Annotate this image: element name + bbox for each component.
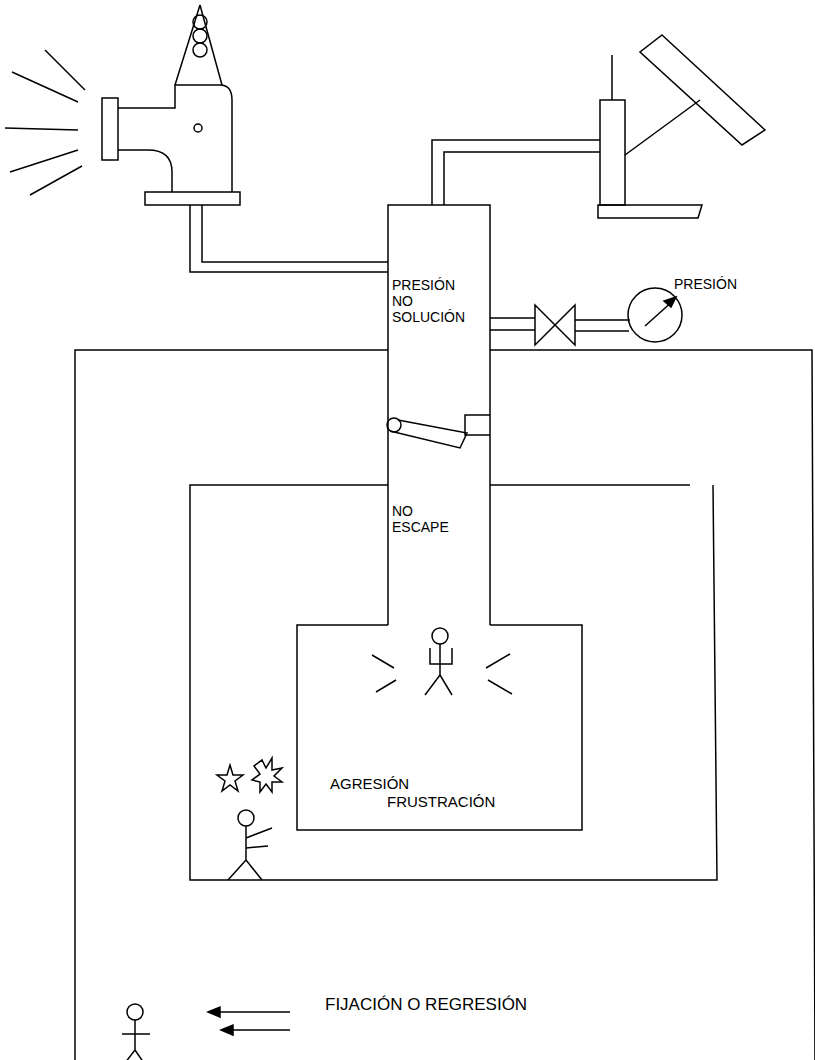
- inner-region: FRUSTRACIÓN: [297, 625, 582, 830]
- left-feed-pipe: [190, 205, 388, 272]
- pressure-pipe-outline: [388, 205, 490, 625]
- gauge-label: PRESIÓN: [673, 276, 738, 292]
- flap: [390, 420, 467, 448]
- figure-head: [238, 810, 254, 826]
- valve-symbol: [535, 305, 575, 345]
- frustrated-figure: [372, 628, 512, 695]
- aggressive-figure: [217, 758, 282, 880]
- panel-support: [612, 55, 700, 155]
- region-label: AGRESIÓN: [330, 775, 490, 792]
- horn-bolt: [194, 124, 202, 132]
- figure-body: [118, 1020, 150, 1060]
- sound-rays: [5, 50, 85, 195]
- tower-ring: [193, 29, 207, 43]
- horn-tower: [175, 5, 222, 85]
- region-label: FIJACIÓN O REGRESIÓN: [325, 995, 645, 1015]
- right-feed-pipe: [432, 140, 600, 205]
- horn-body: [118, 85, 232, 192]
- panel: [640, 35, 765, 145]
- regressed-figure: [118, 1004, 150, 1060]
- pressure-pipe: PRESIÓN NO SOLUCIÓN NO ESCAPE: [388, 205, 490, 625]
- middle-region: AGRESIÓNFRUSTRACIÓN: [190, 485, 715, 880]
- star-symbol: [217, 765, 243, 791]
- pipe-caption: NO ESCAPE: [392, 503, 472, 535]
- pipe-caption: PRESIÓN NO SOLUCIÓN: [392, 277, 472, 325]
- outer-region: FIJACIÓN O REGRESIÓN AGRESIÓNFRUSTRACIÓN: [75, 350, 812, 1060]
- horn-base: [145, 192, 240, 205]
- stress-rays: [372, 654, 512, 694]
- burst-symbol: [252, 758, 282, 792]
- tower-ring: [193, 15, 207, 29]
- pressure-gauge: [628, 288, 682, 342]
- figure-body: [425, 644, 452, 695]
- figure-head: [432, 628, 448, 644]
- inner-region-outline: [297, 625, 582, 830]
- horn-flange: [102, 98, 118, 160]
- outer-region-outline: [75, 350, 815, 1060]
- gauge-needle-head: [664, 297, 676, 307]
- region-label: FRUSTRACIÓN: [387, 793, 567, 810]
- panel-base: [598, 205, 702, 218]
- panel-post: [600, 100, 625, 205]
- middle-region-outline: [190, 485, 717, 880]
- arrow-head: [208, 1007, 233, 1035]
- figure-body: [228, 826, 272, 880]
- figure-head: [127, 1004, 143, 1020]
- flap-stop: [465, 415, 490, 435]
- tower-ring: [193, 43, 207, 57]
